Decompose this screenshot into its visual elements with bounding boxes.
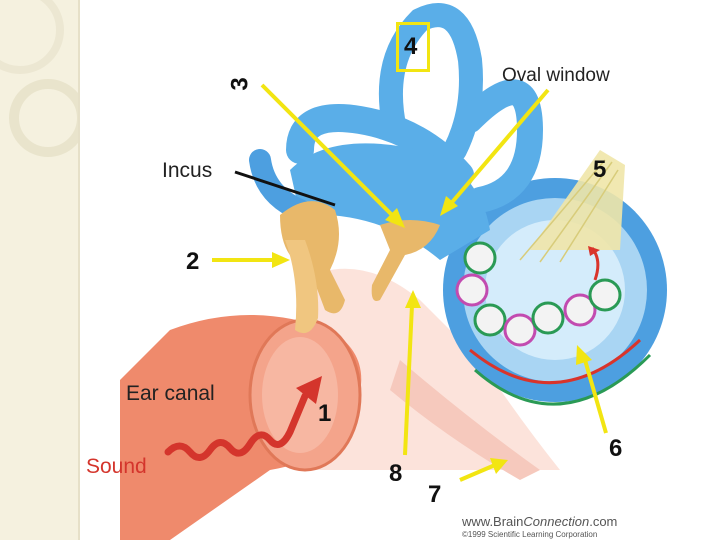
credit-url-prefix: www.Brain bbox=[462, 514, 523, 529]
label-ear-canal: Ear canal bbox=[126, 383, 215, 404]
label-number-6: 6 bbox=[609, 437, 622, 461]
credit-url-brand: Connection bbox=[523, 514, 589, 529]
label-sound: Sound bbox=[86, 456, 147, 477]
stapes-bone bbox=[372, 220, 440, 301]
label-oval-window: Oval window bbox=[502, 66, 610, 85]
label-number-8: 8 bbox=[389, 462, 402, 486]
label-number-5: 5 bbox=[593, 158, 606, 182]
label-number-3: 3 bbox=[229, 77, 253, 90]
credit-copyright: ©1999 Scientific Learning Corporation bbox=[462, 530, 597, 539]
credit-url-suffix: .com bbox=[589, 514, 617, 529]
label-number-7: 7 bbox=[428, 483, 441, 507]
label-incus: Incus bbox=[162, 160, 212, 181]
credit-url: www.BrainConnection.com bbox=[462, 514, 617, 529]
label-number-4: 4 bbox=[404, 35, 417, 59]
label-number-1: 1 bbox=[318, 402, 331, 426]
label-number-2: 2 bbox=[186, 250, 199, 274]
